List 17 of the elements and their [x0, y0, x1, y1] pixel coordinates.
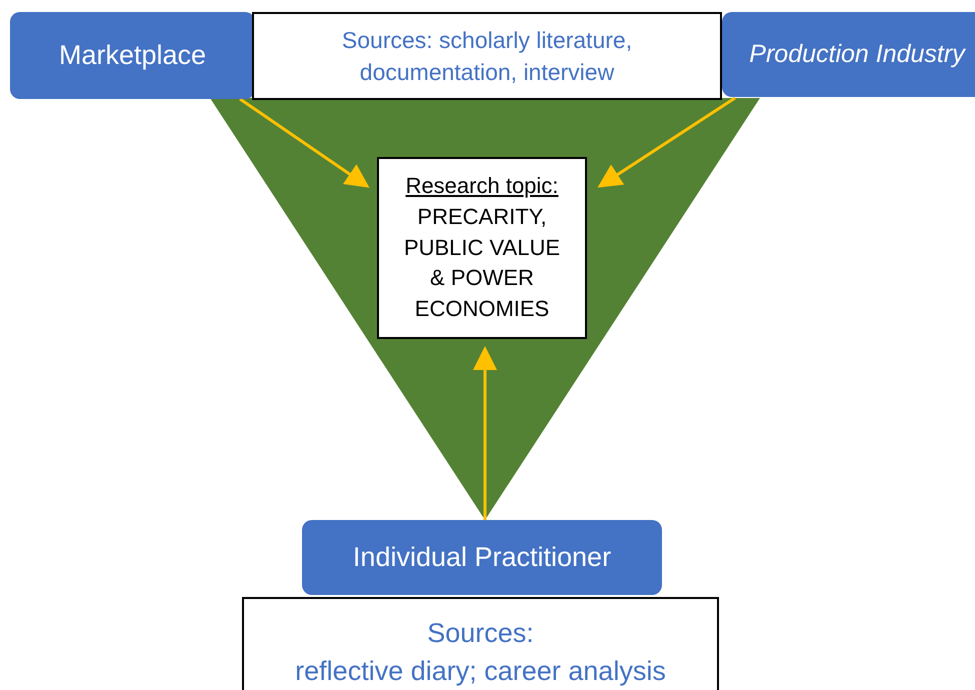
topic-box — [377, 157, 587, 339]
category-box — [302, 520, 662, 595]
label-text: Sources: scholarly literature, documentation, interview — [340, 26, 634, 87]
arrow — [473, 346, 497, 520]
category-box — [722, 12, 975, 97]
heading: Research topic: — [406, 172, 558, 200]
label-text: Sources: — [427, 617, 534, 650]
sources-box — [242, 597, 719, 690]
label-text: reflective diary; career analysis — [295, 654, 666, 688]
label-text: Marketplace — [58, 38, 206, 72]
sources-box — [252, 12, 722, 100]
arrow — [597, 96, 736, 188]
label-text: Individual Practitioner — [352, 540, 612, 574]
label-text: PRECARITY, PUBLIC VALUE & POWER ECONOMIES — [402, 202, 562, 324]
category-box — [10, 12, 255, 99]
arrow — [239, 98, 370, 188]
label-text: Production Industry — [749, 39, 965, 70]
